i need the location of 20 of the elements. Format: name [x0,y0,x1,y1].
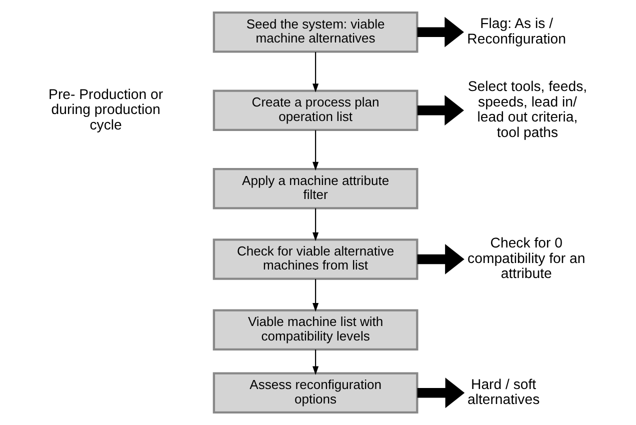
arrow [312,350,319,375]
arrow [417,16,464,48]
node-text: Flag: As is / Reconfiguration [467,15,566,46]
node-box: Assess reconfiguration options [212,372,418,414]
node-box: Viable machine list with compatibility levels [212,309,418,351]
arrow [312,52,319,92]
node-text: Check for 0 compatibility for an attribute [468,234,586,282]
arrow [312,279,319,312]
label: Pre- Production or during production cycle [48,86,164,132]
arrow [417,95,464,126]
arrow [417,244,464,274]
node-text: Select tools, feeds, speeds, lead in/ lead out criteria, tool paths [468,78,588,140]
arrow [312,130,319,171]
node-box: Apply a machine attribute filter [212,168,418,210]
node-box: Create a process plan operation list [212,90,418,131]
node-box: Seed the system: viable machine alternatives [212,11,418,53]
arrow [417,378,465,408]
node-text: Hard / soft alternatives [467,376,540,408]
node-box: Check for viable alternative machines from list [212,238,418,280]
arrow [312,208,319,242]
